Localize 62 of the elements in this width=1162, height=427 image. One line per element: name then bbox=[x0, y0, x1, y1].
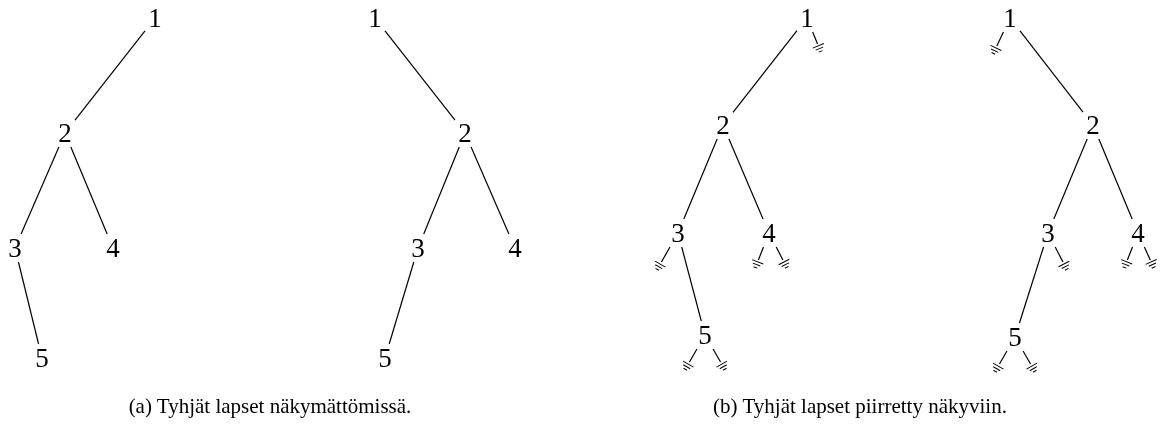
node-number: 1 bbox=[800, 4, 814, 32]
node-number: 1 bbox=[148, 4, 162, 32]
tree-edge bbox=[70, 146, 108, 235]
tree-edge bbox=[20, 146, 60, 235]
node-number: 3 bbox=[411, 234, 425, 262]
tree-edge bbox=[998, 350, 1008, 365]
ground-symbol bbox=[652, 262, 664, 274]
ground-symbol bbox=[750, 260, 762, 272]
tree-edge bbox=[728, 138, 764, 220]
node-number: 2 bbox=[716, 111, 730, 139]
tree-edge bbox=[683, 138, 718, 220]
node-number: 3 bbox=[671, 219, 685, 247]
tree-edge bbox=[1022, 350, 1032, 365]
tree-edge bbox=[1143, 246, 1151, 261]
tree-edge bbox=[732, 30, 798, 113]
node-number: 5 bbox=[698, 321, 712, 349]
tree-edge bbox=[470, 146, 510, 235]
node-number: 4 bbox=[762, 219, 776, 247]
node-number: 5 bbox=[35, 344, 49, 372]
ground-symbol bbox=[1119, 260, 1131, 272]
tree-edge bbox=[681, 246, 702, 322]
ground-symbol bbox=[718, 362, 730, 374]
node-number: 4 bbox=[106, 234, 120, 262]
tree-edge bbox=[1098, 138, 1133, 220]
tree-edge bbox=[388, 261, 415, 345]
ground-symbol bbox=[814, 44, 826, 56]
node-number: 2 bbox=[458, 119, 472, 147]
tree-edge bbox=[384, 30, 456, 121]
tree-edge bbox=[775, 246, 784, 261]
tree-edge bbox=[688, 348, 698, 363]
ground-symbol bbox=[990, 364, 1002, 376]
tree-edge bbox=[1053, 138, 1088, 220]
ground-symbol bbox=[1028, 364, 1040, 376]
tree-edge bbox=[1019, 30, 1084, 113]
node-number: 5 bbox=[1008, 323, 1022, 351]
tree-edge bbox=[17, 261, 40, 345]
ground-symbol bbox=[1060, 262, 1072, 274]
ground-symbol bbox=[780, 260, 792, 272]
ground-symbol bbox=[1147, 260, 1159, 272]
tree-edge bbox=[1126, 246, 1134, 261]
tree-edge bbox=[812, 31, 819, 45]
tree-edge bbox=[757, 246, 765, 261]
tree-edge bbox=[1054, 246, 1064, 263]
tree-edge bbox=[660, 246, 671, 263]
node-number: 1 bbox=[1003, 4, 1017, 32]
node-number: 3 bbox=[8, 234, 22, 262]
ground-symbol bbox=[988, 46, 1000, 58]
tree-edge bbox=[996, 31, 1004, 47]
node-number: 1 bbox=[368, 4, 382, 32]
node-number: 4 bbox=[1131, 219, 1145, 247]
tree-edge bbox=[423, 146, 460, 235]
tree-edge bbox=[712, 348, 722, 363]
subfigure-caption: (b) Tyhjät lapset piirretty näkyviin. bbox=[713, 395, 1007, 417]
node-number: 2 bbox=[1086, 111, 1100, 139]
node-number: 2 bbox=[58, 119, 72, 147]
node-number: 3 bbox=[1041, 219, 1055, 247]
node-number: 5 bbox=[378, 344, 392, 372]
tree-edge bbox=[74, 30, 146, 121]
ground-symbol bbox=[680, 362, 692, 374]
subfigure-caption: (a) Tyhjät lapset näkymättömissä. bbox=[128, 395, 412, 417]
tree-edge bbox=[1018, 246, 1045, 324]
node-number: 4 bbox=[508, 234, 522, 262]
